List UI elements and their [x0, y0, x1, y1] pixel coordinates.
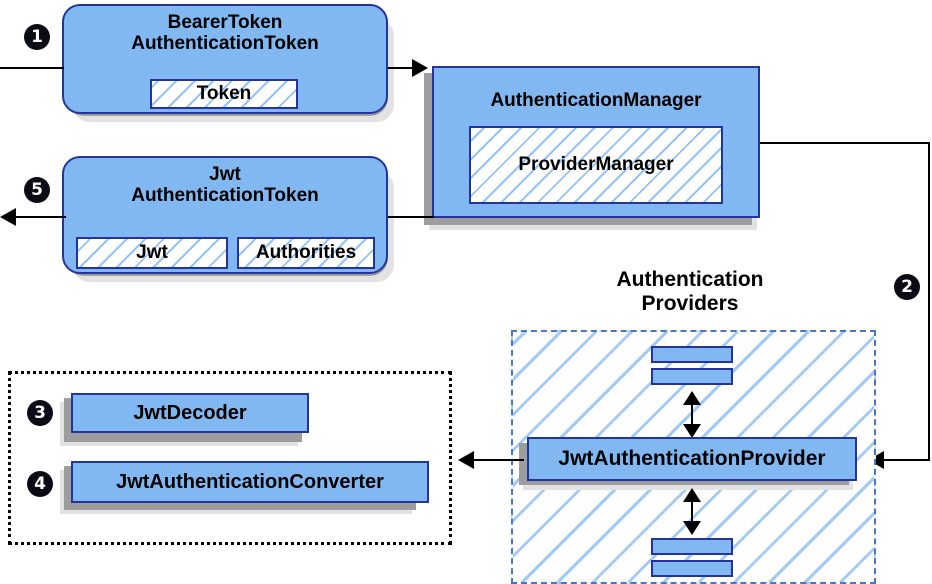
jwt-decoder-label: JwtDecoder: [133, 401, 247, 424]
other-provider-bar-top-1: [651, 346, 733, 363]
jwt-authentication-converter-box[interactable]: JwtAuthenticationConverter: [71, 461, 429, 503]
step-badge-5-number: 5: [31, 179, 43, 200]
provider-manager-inner-box[interactable]: ProviderManager: [469, 126, 723, 204]
step-badge-2-number: 2: [901, 276, 913, 297]
authentication-manager-title: AuthenticationManager: [490, 90, 702, 111]
line-manager-to-jwt-token: [388, 216, 434, 218]
provider-arrow-bottom-down-head: [683, 521, 701, 535]
arrow-input-line: [0, 67, 64, 69]
authorities-inner-box[interactable]: Authorities: [237, 237, 375, 269]
jwt-authentication-converter-label: JwtAuthenticationConverter: [116, 470, 384, 493]
provider-arrow-top-line: [691, 396, 693, 432]
authentication-providers-label-line1: Authentication: [616, 268, 764, 291]
jwt-authentication-provider-box[interactable]: JwtAuthenticationProvider: [527, 437, 857, 481]
authorities-inner-label: Authorities: [255, 242, 357, 263]
arrow-output-head: [0, 208, 16, 226]
jwt-token-title-line2: AuthenticationToken: [131, 185, 319, 207]
arrow-manager-down-line: [928, 142, 930, 460]
jwt-inner-box[interactable]: Jwt: [76, 237, 228, 269]
other-provider-bar-bottom-1: [651, 538, 733, 555]
provider-arrow-top-down-head: [683, 424, 701, 438]
step-badge-2: 2: [894, 274, 920, 300]
arrow-bearer-to-manager-head: [412, 59, 428, 77]
jwt-decoder-box[interactable]: JwtDecoder: [71, 393, 309, 433]
step-badge-3-number: 3: [34, 402, 46, 423]
jwt-authentication-provider-label: JwtAuthenticationProvider: [558, 447, 826, 471]
other-provider-bar-top-2: [651, 368, 733, 385]
jwt-components-container: [8, 371, 452, 545]
step-badge-4: 4: [27, 471, 53, 497]
step-badge-1: 1: [24, 24, 50, 50]
arrow-provider-to-components-line: [472, 459, 524, 461]
step-badge-1-number: 1: [31, 26, 43, 47]
provider-arrow-bottom-line: [691, 493, 693, 529]
arrow-provider-to-components-head: [458, 451, 474, 469]
step-badge-4-number: 4: [34, 473, 46, 494]
bearer-token-title-line1: BearerToken: [167, 12, 283, 33]
arrow-bearer-to-manager-line: [388, 67, 424, 69]
authentication-providers-label: Authentication Providers: [570, 268, 810, 316]
provider-manager-label: ProviderManager: [518, 154, 674, 175]
token-inner-label: Token: [196, 83, 252, 104]
arrow-manager-exit-line: [760, 142, 930, 144]
other-provider-bar-bottom-2: [651, 560, 733, 577]
token-inner-box[interactable]: Token: [150, 79, 298, 109]
authentication-providers-label-line2: Providers: [641, 292, 739, 316]
step-badge-5: 5: [24, 177, 50, 203]
arrow-to-provider-line: [872, 459, 930, 461]
bearer-token-title-line2: AuthenticationToken: [131, 33, 319, 55]
jwt-token-title-line1: Jwt: [209, 164, 241, 185]
arrow-output-line: [14, 216, 66, 218]
jwt-inner-label: Jwt: [136, 242, 168, 263]
step-badge-3: 3: [27, 400, 53, 426]
